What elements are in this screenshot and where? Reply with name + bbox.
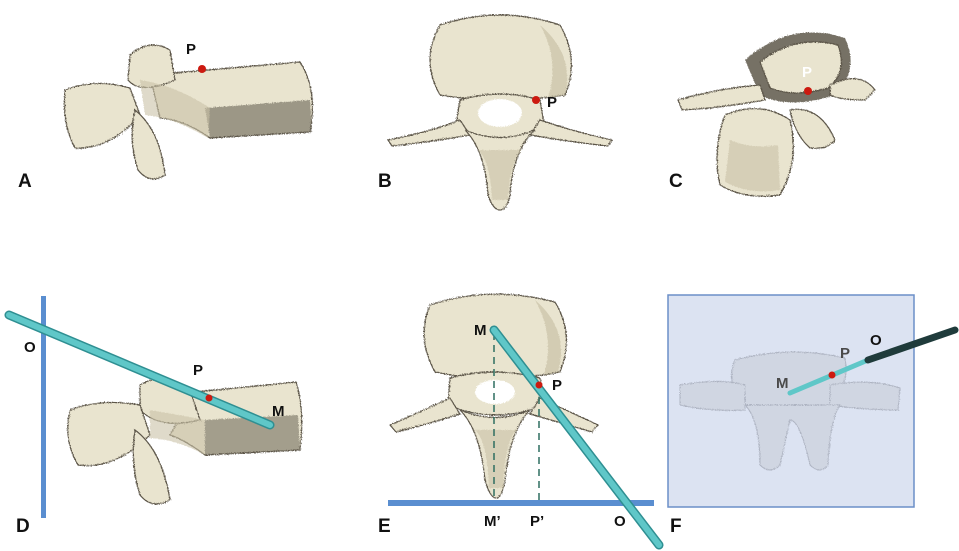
label-p-d: P <box>193 362 203 379</box>
label-o-d: O <box>24 339 36 356</box>
panel-label-d: D <box>16 516 30 537</box>
vertebra-axial-b <box>386 14 613 211</box>
marker-point-a <box>198 65 206 73</box>
needle-core-d <box>6 312 273 428</box>
marker-point-e <box>535 381 543 389</box>
panel-label-f: F <box>670 516 682 537</box>
reference-plane-d <box>41 296 46 518</box>
needle-core-e <box>491 327 662 548</box>
marker-point-d <box>205 394 213 402</box>
marker-point-f <box>828 371 836 379</box>
panel-label-c: C <box>669 171 683 192</box>
point-label-a: P <box>186 41 196 58</box>
label-o-f: O <box>870 332 882 349</box>
marker-point-c <box>804 87 812 95</box>
label-m-f: M <box>776 375 789 392</box>
vertebra-lateral-d <box>67 378 303 505</box>
panel-a: P A <box>18 41 314 192</box>
needle-hub-f <box>864 326 959 364</box>
panel-label-b: B <box>378 171 392 192</box>
reference-plane-e <box>388 500 654 506</box>
marker-point-b <box>532 96 540 104</box>
panel-label-a: A <box>18 171 32 192</box>
label-o-e: O <box>614 513 626 530</box>
point-label-b: P <box>547 94 557 111</box>
label-p-f: P <box>840 345 850 362</box>
panel-b: P B <box>378 14 613 211</box>
panel-c: P C <box>669 32 876 197</box>
label-p-prime-e: P’ <box>530 513 544 530</box>
panel-f: P M O F <box>667 294 959 537</box>
panel-label-e: E <box>378 516 391 537</box>
label-p-e: P <box>552 377 562 394</box>
label-m-prime-e: M’ <box>484 513 501 530</box>
panel-e: M P M’ P’ O E <box>378 293 664 550</box>
vertebra-lateral-a <box>63 44 314 180</box>
panel-d: P M O D <box>4 296 303 537</box>
vertebra-oblique-c <box>677 32 876 197</box>
label-m-e: M <box>474 322 487 339</box>
vertebra-ghost-f <box>679 351 901 471</box>
label-m-d: M <box>272 403 285 420</box>
point-label-c: P <box>802 64 812 81</box>
